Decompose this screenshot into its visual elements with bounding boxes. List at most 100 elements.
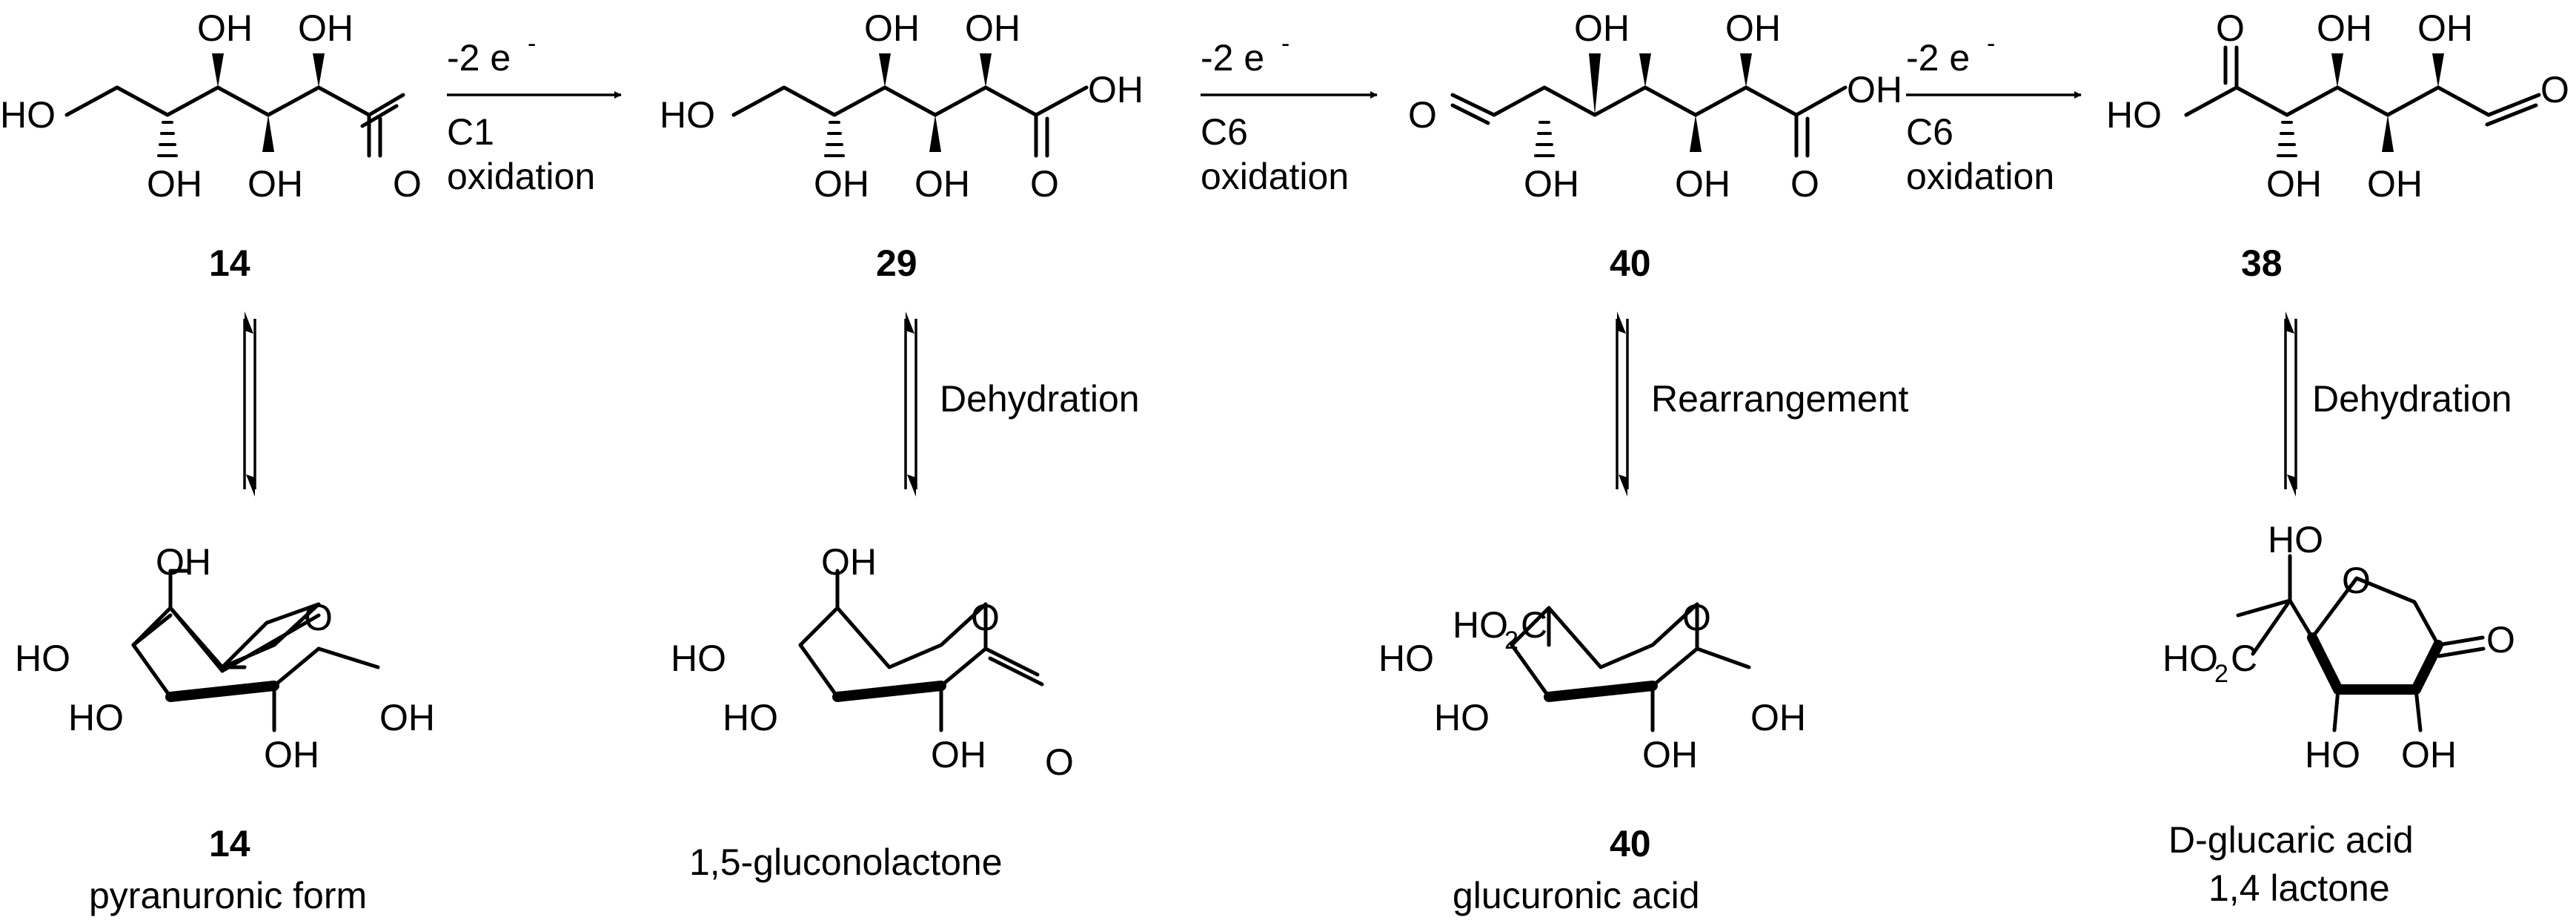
atom-o: O [2216,7,2245,49]
equilibrium-arrow-40: Rearrangement [1616,311,1909,497]
compound-name: glucuronic acid [1453,875,1700,916]
atom-oh: OH [2417,7,2473,49]
step-electrons: -2 e [1201,37,1264,79]
step-charge: - [528,30,536,58]
atom-oh: OH [2401,734,2457,775]
step-charge: - [1987,30,1995,58]
structure-14-pyranose: OH HO HO OH OH O 14 pyranuronic form [15,541,435,916]
atom-o: O [1045,741,1074,783]
atom-o: O [2540,69,2569,110]
compound-number-40: 40 [1610,242,1651,284]
atom-ho2c: HO [1453,604,1508,646]
atom-o: O [2342,560,2371,601]
compound-number-40: 40 [1610,823,1651,864]
compound-name-line2: 1,4 lactone [2208,867,2390,909]
atom-oh: OH [248,163,303,205]
equilibrium-arrow-38: Dehydration [2284,311,2512,497]
atom-oh: OH [914,163,970,205]
atom-o: O [1682,597,1711,638]
structure-14-open-chain: O HO OH OH OH OH 14 [0,7,422,284]
oxidation-step-2: -2 e - C6 oxidation [1201,30,1378,197]
atom-ho: HO [660,94,715,136]
step-type: oxidation [447,156,595,197]
atom-oh: OH [197,7,253,49]
compound-name-line1: D-glucaric acid [2168,819,2414,861]
atom-oh: OH [2367,163,2423,205]
oxidation-step-1: -2 e - C1 oxidation [447,30,622,197]
step-electrons: -2 e [1906,37,1970,79]
atom-oh: OH [1675,163,1730,205]
atom-oh: OH [864,7,920,49]
atom-oh: OH [1725,7,1781,49]
atom-oh: OH [931,734,986,775]
wedge-bond [262,115,274,152]
step-type: oxidation [1906,156,2054,197]
compound-name: 1,5-gluconolactone [689,841,1003,883]
atom-o: O [1790,163,1819,205]
atom-oh: OH [147,163,202,205]
atom-oh: OH [821,541,877,583]
step-position: C6 [1906,111,1953,153]
step-electrons: -2 e [447,37,511,79]
atom-ho2c-carbon: C [2231,638,2257,679]
compound-number-14: 14 [209,242,250,284]
equilibrium-label: Rearrangement [1651,378,1909,420]
atom-ho: HO [2268,519,2323,560]
step-position: C1 [447,111,494,153]
atom-ho: HO [2305,734,2360,775]
atom-oh: OH [1524,163,1579,205]
step-position: C6 [1201,111,1248,153]
structure-29-lactone: OH HO HO OH O O 1,5-gluconolactone [671,541,1074,883]
step-type: oxidation [1201,156,1349,197]
atom-ho2c: HO [2162,638,2218,679]
structure-29-open-chain: HO OH OH OH OH OH O 29 [660,7,1143,284]
atom-oh: OH [1847,69,1902,110]
atom-oh: OH [965,7,1020,49]
equilibrium-label: Dehydration [940,378,1140,420]
atom-ho: HO [0,94,56,136]
structure-40-pyranose: HO 2 C HO HO OH OH O 40 glucuronic acid [1378,597,1806,916]
atom-oh: OH [298,7,353,49]
atom-o: O [304,597,333,638]
compound-number-14: 14 [209,823,250,864]
oxidation-step-3: -2 e - C6 oxidation [1906,30,2082,197]
compound-number-29: 29 [876,242,917,284]
structure-38-open-chain: O HO OH OH OH OH O 38 [2106,7,2569,284]
equilibrium-arrow-29: Dehydration [904,311,1140,497]
atom-ho2c-subscript: 2 [1504,626,1518,655]
structure-38-lactone: HO HO 2 C O O HO OH D-glucaric acid 1,4 … [2162,519,2515,909]
atom-oh: OH [1574,7,1630,49]
atom-o: O [971,597,1000,638]
atom-ho: HO [1434,697,1490,738]
atom-ho2c-carbon: C [1521,604,1547,646]
compound-name: pyranuronic form [89,875,367,916]
atom-ho2c-subscript: 2 [2214,660,2228,688]
atom-ho: HO [15,638,70,679]
hashed-bond [157,121,178,157]
compound-number-38: 38 [2241,242,2283,284]
wedge-bond [212,53,224,87]
atom-ho: HO [68,697,124,738]
equilibrium-arrow-14 [243,311,256,497]
atom-ho: HO [671,638,726,679]
atom-oh: OH [264,734,319,775]
atom-oh: OH [1088,69,1143,110]
atom-oh: OH [1642,734,1698,775]
atom-ho: HO [723,697,778,738]
equilibrium-label: Dehydration [2312,378,2512,420]
atom-oh: OH [156,541,211,583]
atom-oh: OH [1750,697,1806,738]
atom-oh: OH [379,697,435,738]
atom-o: O [1408,94,1437,136]
atom-o: O [2486,619,2515,661]
atom-o: O [1030,163,1059,205]
atom-oh: OH [2266,163,2322,205]
atom-o: O [393,163,422,205]
structure-40-open-chain: O OH OH OH OH OH O 40 [1408,7,1902,284]
wedge-bond [313,53,325,87]
atom-oh: OH [814,163,869,205]
atom-oh: OH [2317,7,2372,49]
step-charge: - [1281,30,1289,58]
atom-ho: HO [2106,94,2162,136]
